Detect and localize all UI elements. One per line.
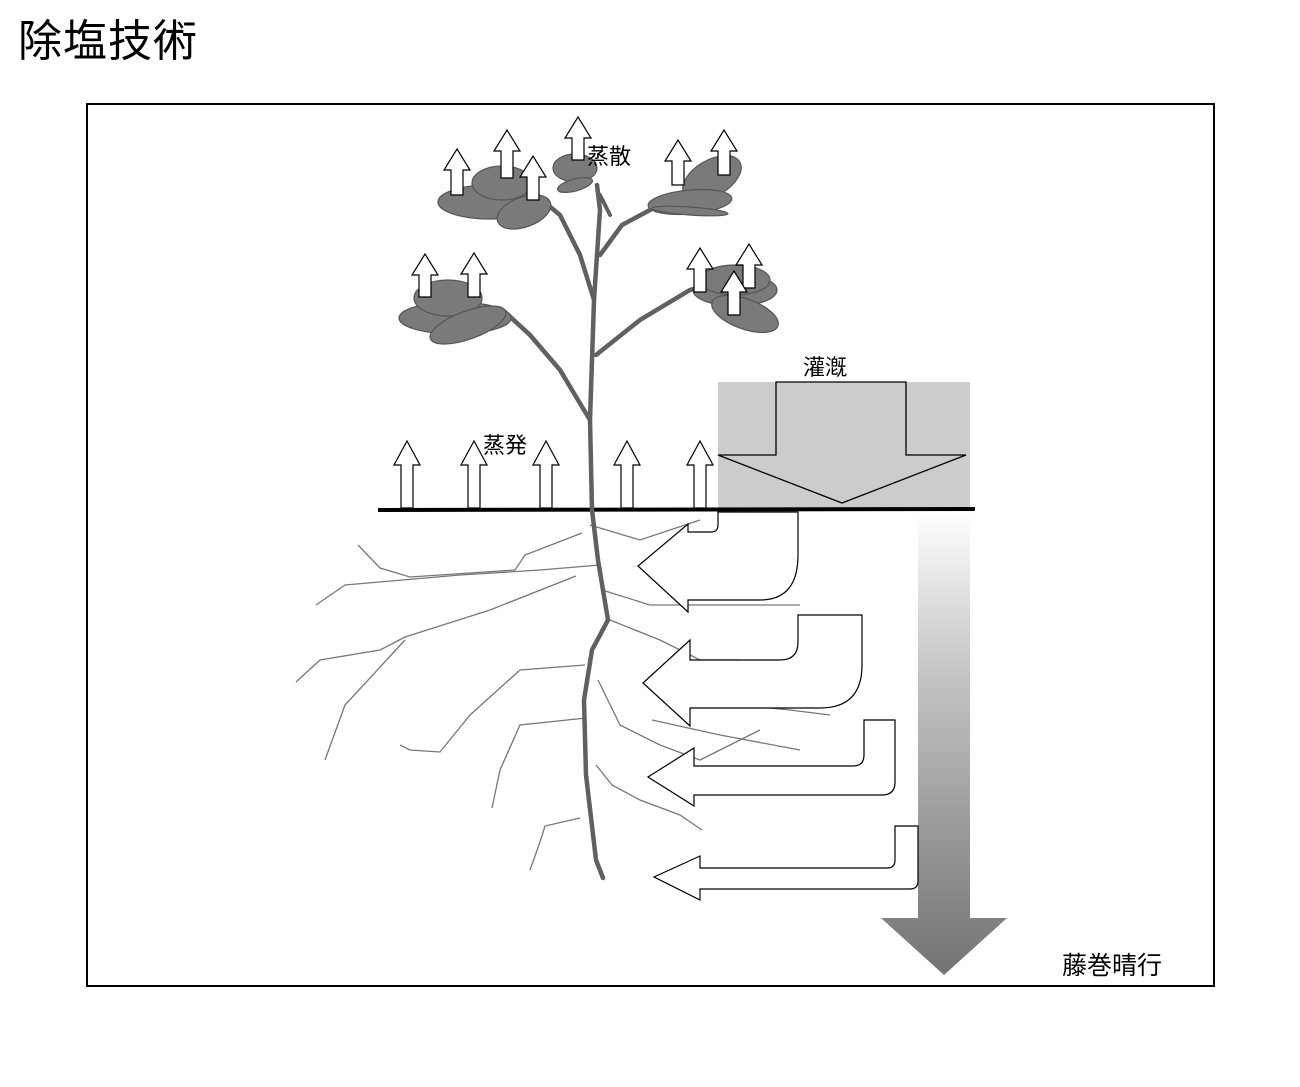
page-title: 除塩技術 [18,16,198,67]
author-label: 藤巻晴行 [1062,951,1162,980]
up-arrow-icon [392,439,422,509]
up-arrow-icon [663,138,693,186]
irrigation-arrow-icon [717,381,967,504]
up-arrow-icon [734,242,764,289]
evaporation-label: 蒸発 [483,434,527,459]
evaporation-arrows [392,439,715,509]
up-arrow-icon [612,439,642,509]
up-arrow-icon [709,128,739,176]
left-elbow-arrow-icon [642,614,863,728]
up-arrow-icon [719,269,749,316]
left-elbow-arrow-icon [646,719,896,808]
transpiration-label: 蒸散 [587,145,631,170]
transpiration-arrows [410,115,764,316]
up-arrow-icon [685,439,715,509]
lateral-flow-arrows [637,511,919,901]
leaves [398,153,779,345]
up-arrow-icon [563,115,593,161]
figure-frame [86,103,1215,987]
up-arrow-icon [459,439,489,509]
irrigation-label: 灌漑 [803,356,847,381]
up-arrow-icon [410,252,440,298]
up-arrow-icon [492,128,522,179]
up-arrow-icon [531,439,561,509]
up-arrow-icon [518,154,548,201]
up-arrow-icon [685,246,715,293]
left-elbow-arrow-icon [652,825,919,901]
ground-line [377,507,976,512]
up-arrow-icon [459,251,489,298]
leaching-arrow [800,510,1007,975]
root-system [295,519,831,871]
left-elbow-arrow-icon [637,511,799,614]
up-arrow-icon [442,147,472,196]
